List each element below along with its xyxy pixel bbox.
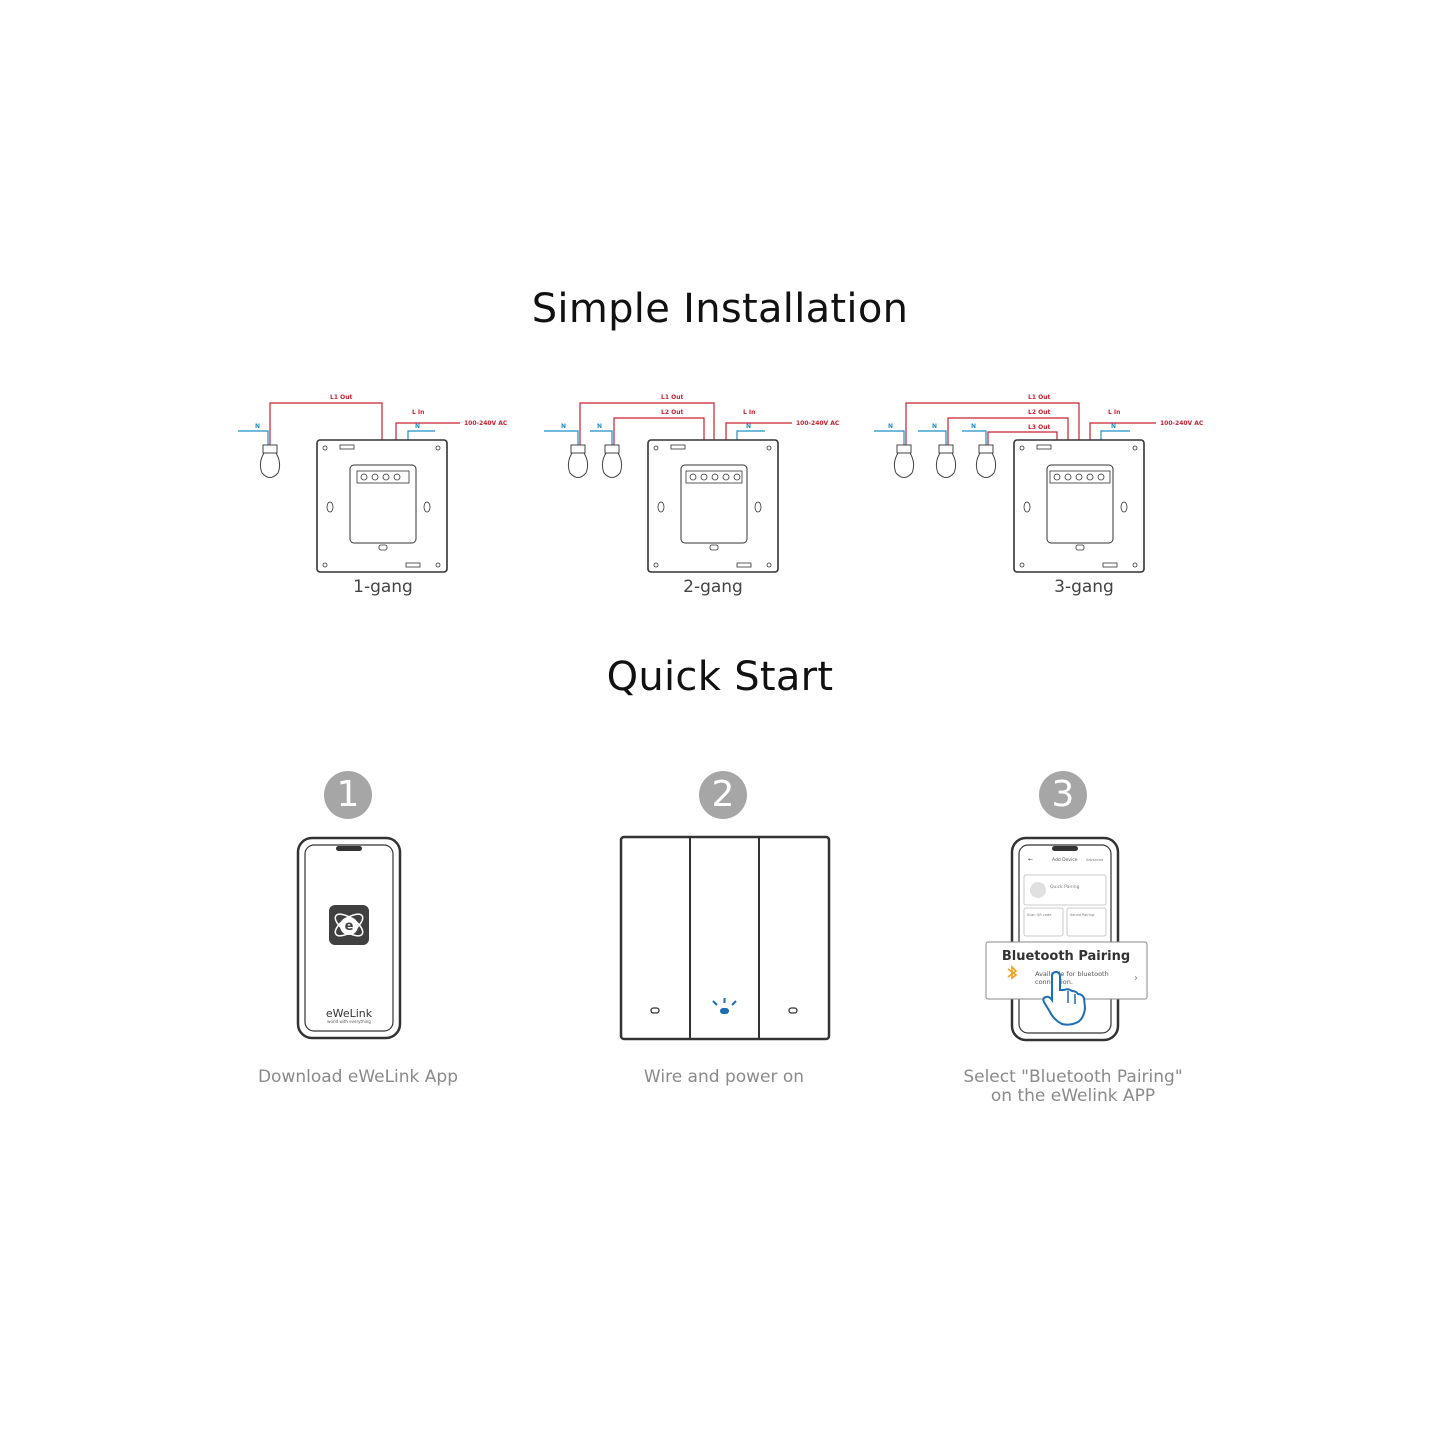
step-3-badge: 3 bbox=[1039, 771, 1087, 819]
wiring-diagram-2-gang: N N L1 Out L2 Out L In 100-240V AC N bbox=[544, 394, 840, 573]
pointing-hand-icon bbox=[1042, 970, 1087, 1026]
phone-bluetooth-pairing: ← Add Device Advanced Quick Pairing Scan… bbox=[985, 836, 1148, 1042]
screen-title: Add Device bbox=[1052, 857, 1078, 863]
label-n-a: N bbox=[561, 423, 566, 430]
label-l-in: L In bbox=[743, 409, 755, 416]
bulb-icon bbox=[567, 444, 589, 478]
bluetooth-pairing-title: Bluetooth Pairing bbox=[1002, 949, 1130, 964]
chevron-right-icon: › bbox=[1134, 973, 1138, 984]
label-l-in: L In bbox=[412, 409, 424, 416]
step-2-caption: Wire and power on bbox=[643, 1067, 805, 1087]
wiring-diagram-3-gang: N N N L1 Out L2 Out L3 Out L In 100-240V… bbox=[874, 394, 1204, 573]
quick-start-title: Quick Start bbox=[606, 654, 834, 700]
step-3-caption-line1: Select "Bluetooth Pairing" bbox=[963, 1067, 1183, 1087]
step-1-badge: 1 bbox=[324, 771, 372, 819]
bluetooth-desc-line1: Available for bluetooth bbox=[1035, 970, 1109, 978]
label-l1-out: L1 Out bbox=[330, 394, 352, 401]
label-l2-out: L2 Out bbox=[1028, 409, 1050, 416]
switch-back-3-gang bbox=[1013, 439, 1145, 573]
bulb-icon bbox=[601, 444, 623, 478]
label-ac: 100-240V AC bbox=[1160, 420, 1204, 427]
quick-pairing-label: Quick Pairing bbox=[1050, 884, 1080, 890]
caption-3-gang: 3-gang bbox=[1054, 577, 1114, 597]
label-l2-out: L2 Out bbox=[661, 409, 683, 416]
caption-2-gang: 2-gang bbox=[683, 577, 743, 597]
label-n-switch: N bbox=[1111, 423, 1116, 430]
bulb-icon bbox=[259, 444, 281, 478]
step-2-badge: 2 bbox=[699, 771, 747, 819]
step-3-caption-line2: on the eWelink APP bbox=[990, 1086, 1156, 1106]
label-n: N bbox=[255, 423, 260, 430]
switch-back-1-gang bbox=[316, 439, 448, 573]
label-n-switch: N bbox=[415, 423, 420, 430]
screen-action: Advanced bbox=[1086, 858, 1103, 862]
step-1-caption: Download eWeLink App bbox=[257, 1067, 459, 1087]
label-n-b: N bbox=[597, 423, 602, 430]
switch-back-2-gang bbox=[647, 439, 779, 573]
app-tagline: world with everything bbox=[327, 1019, 371, 1024]
bulb-icon bbox=[893, 444, 915, 478]
sound-pairing-label: Sound Pairing bbox=[1070, 913, 1094, 917]
app-name: eWeLink bbox=[326, 1007, 373, 1020]
label-l3-out: L3 Out bbox=[1028, 424, 1050, 431]
label-n-b: N bbox=[932, 423, 937, 430]
bluetooth-icon bbox=[1007, 965, 1018, 980]
label-n-c: N bbox=[971, 423, 976, 430]
label-ac: 100-240V AC bbox=[464, 420, 508, 427]
label-l1-out: L1 Out bbox=[661, 394, 683, 401]
label-n-switch: N bbox=[746, 423, 751, 430]
wiring-diagram-1-gang: N L1 Out L In 100-240V AC N bbox=[238, 394, 508, 573]
back-arrow-icon: ← bbox=[1028, 856, 1033, 863]
label-l1-out: L1 Out bbox=[1028, 394, 1050, 401]
indicator-right bbox=[788, 1007, 798, 1014]
caption-1-gang: 1-gang bbox=[353, 577, 413, 597]
phone-ewelink-app: e eWeLink world with everything bbox=[296, 836, 402, 1040]
indicator-left bbox=[650, 1007, 660, 1014]
scan-qr-label: Scan QR code bbox=[1027, 913, 1051, 917]
svg-text:e: e bbox=[345, 919, 354, 934]
label-n-a: N bbox=[888, 423, 893, 430]
bulb-icon bbox=[975, 444, 997, 478]
wall-switch-3-gang bbox=[619, 835, 831, 1041]
bulb-icon bbox=[935, 444, 957, 478]
indicator-center-lit bbox=[720, 1008, 729, 1014]
ewelink-logo-icon: e bbox=[329, 905, 369, 945]
label-l-in: L In bbox=[1108, 409, 1120, 416]
step-3-caption: Select "Bluetooth Pairing" on the eWelin… bbox=[923, 1068, 1223, 1106]
label-ac: 100-240V AC bbox=[796, 420, 840, 427]
installation-title: Simple Installation bbox=[531, 286, 909, 332]
